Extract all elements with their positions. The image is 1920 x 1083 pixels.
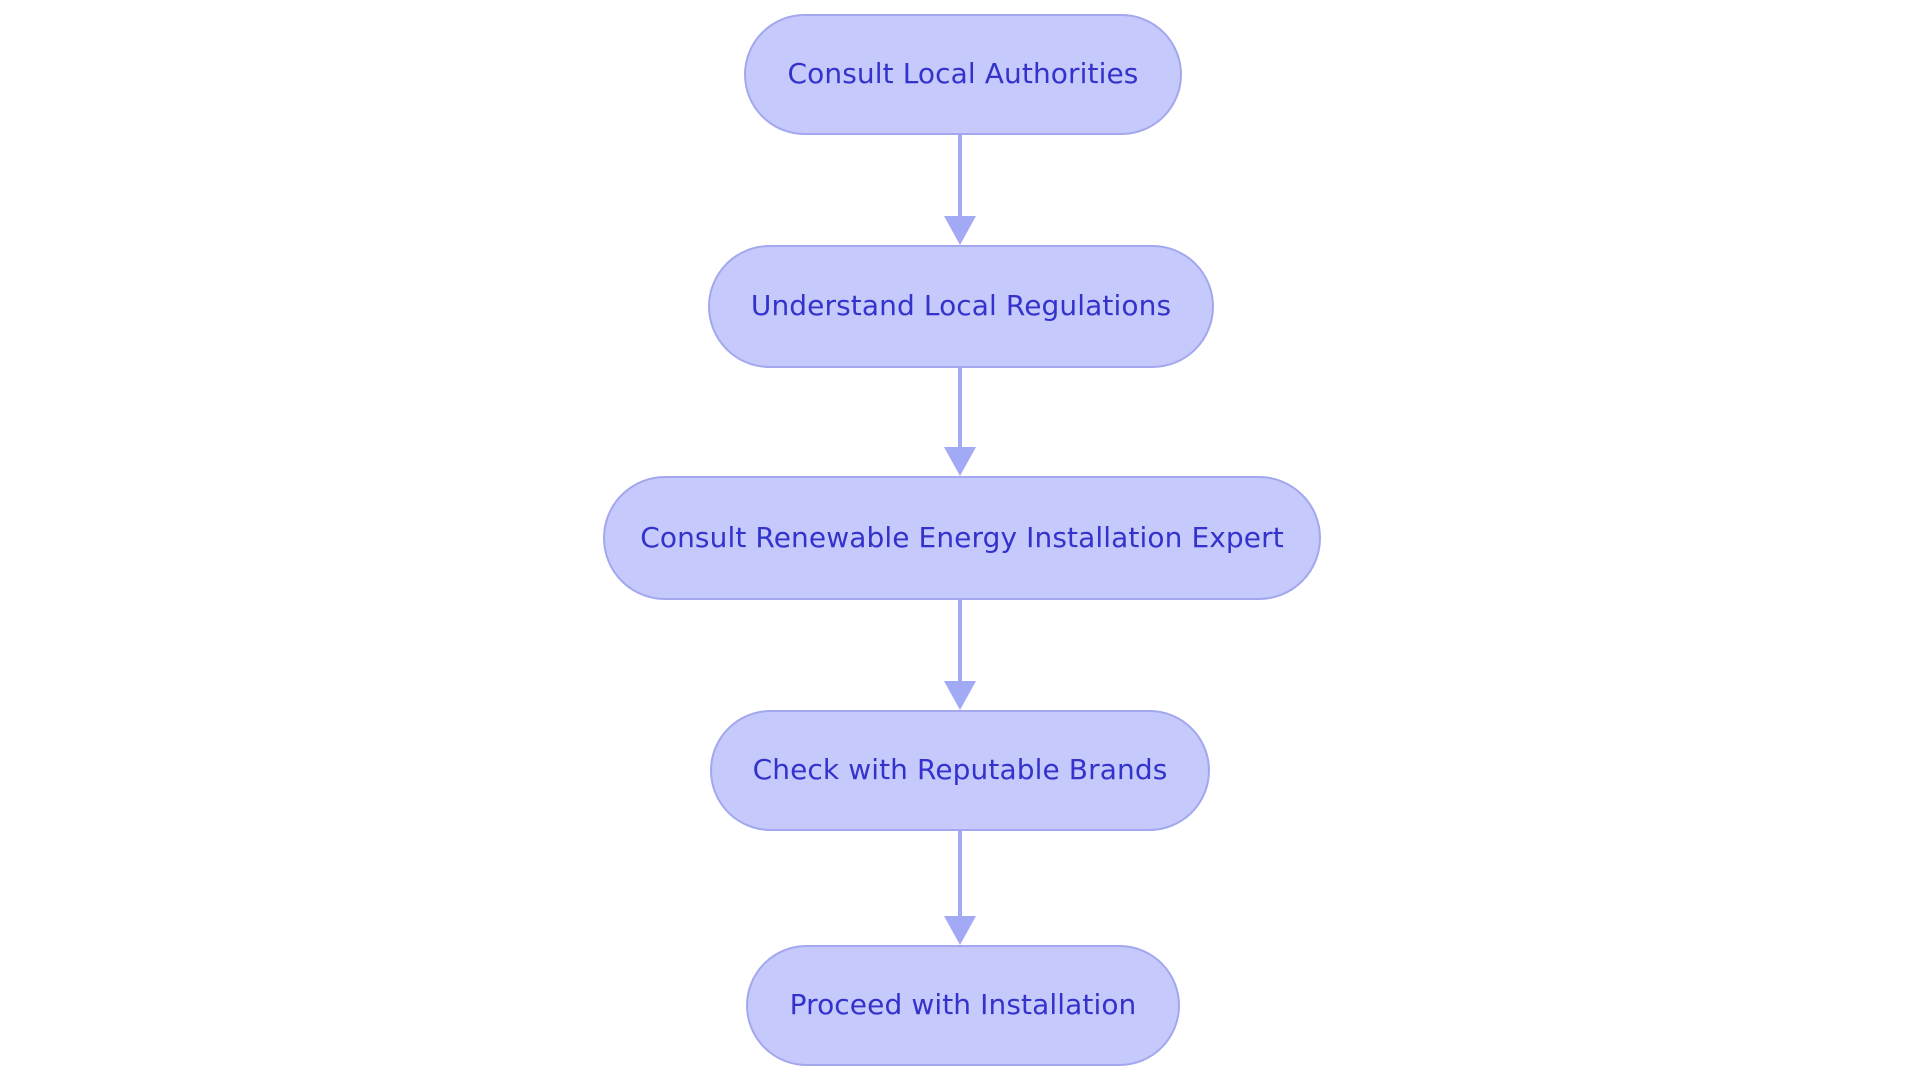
flowchart-node-consult-local-authorities[interactable]: Consult Local Authorities <box>744 14 1182 135</box>
flowchart-node-understand-local-regulations[interactable]: Understand Local Regulations <box>708 245 1214 368</box>
flowchart-node-check-with-reputable-brands[interactable]: Check with Reputable Brands <box>710 710 1210 831</box>
node-label: Proceed with Installation <box>789 988 1137 1022</box>
flowchart-node-proceed-with-installation[interactable]: Proceed with Installation <box>746 945 1180 1066</box>
edge-n4-n5 <box>944 831 976 945</box>
flowchart-node-consult-renewable-energy-installation-expert[interactable]: Consult Renewable Energy Installation Ex… <box>603 476 1321 600</box>
node-label: Consult Renewable Energy Installation Ex… <box>640 520 1284 554</box>
node-label: Consult Local Authorities <box>787 57 1139 91</box>
node-label: Understand Local Regulations <box>750 289 1172 323</box>
node-label: Check with Reputable Brands <box>752 753 1168 787</box>
edge-n3-n4 <box>944 600 976 710</box>
edge-n1-n2 <box>944 135 976 245</box>
edge-n2-n3 <box>944 368 976 476</box>
